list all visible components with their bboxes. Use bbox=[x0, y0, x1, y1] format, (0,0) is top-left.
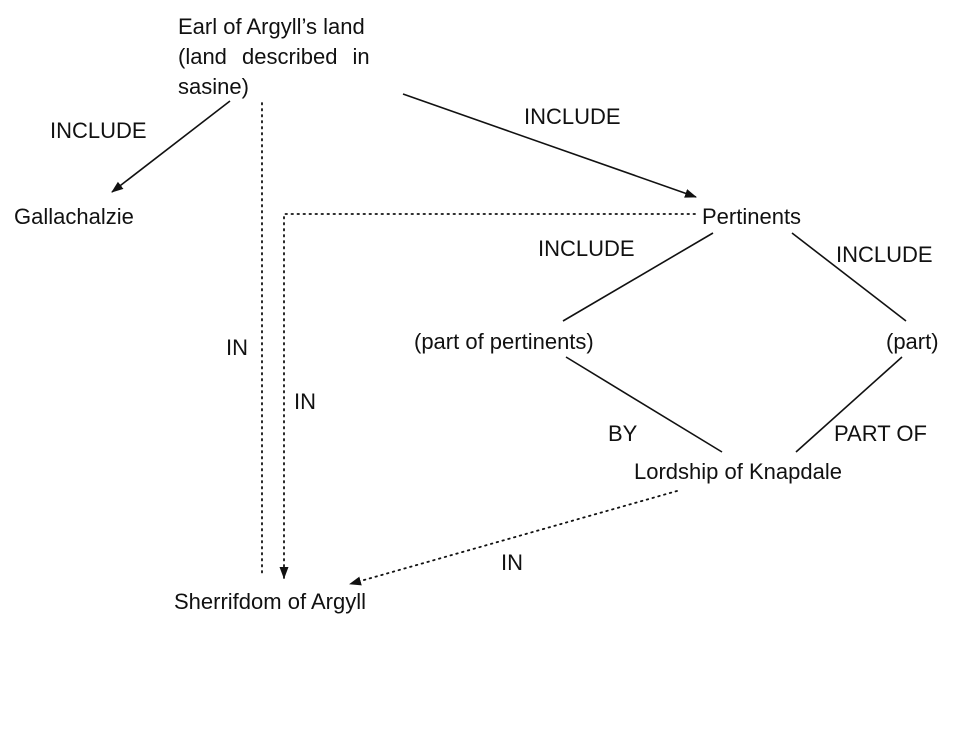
node-lordship-of-knapdale: Lordship of Knapdale bbox=[634, 459, 842, 484]
edge-lordship-to-sherrifdom-dotted-line bbox=[349, 490, 678, 586]
edge-earl-to-pertinents-line bbox=[402, 93, 697, 198]
edge-label-include-mid: INCLUDE bbox=[538, 236, 635, 261]
edge-label-in-bottom: IN bbox=[501, 550, 523, 575]
node-part: (part) bbox=[886, 329, 939, 354]
edge-earl-to-gallachalzie-line bbox=[111, 100, 231, 193]
edge-pertinents-to-sherrifdom-dotted-line bbox=[279, 213, 696, 579]
node-earl-line-1: Earl of Argyll’s land bbox=[178, 14, 365, 39]
edge-label-in-left: IN bbox=[226, 335, 248, 360]
edge-pertinents-to-part-of-pertinents-line bbox=[562, 232, 714, 322]
edge-pertinents-to-part-line bbox=[791, 232, 907, 322]
node-gallachalzie: Gallachalzie bbox=[14, 204, 134, 229]
node-earl-line-2: (land described in bbox=[178, 44, 370, 69]
edge-label-include-left: INCLUDE bbox=[50, 118, 147, 143]
node-pertinents: Pertinents bbox=[702, 204, 802, 229]
node-sherrifdom-of-argyll: Sherrifdom of Argyll bbox=[174, 589, 366, 614]
edge-label-by: BY bbox=[608, 421, 638, 446]
edge-label-include-top-right: INCLUDE bbox=[524, 104, 621, 129]
edge-label-include-right: INCLUDE bbox=[836, 242, 933, 267]
edge-part-of-pertinents-to-lordship-line bbox=[565, 356, 723, 453]
node-earl-line-3: sasine) bbox=[178, 74, 249, 99]
edge-label-in-mid: IN bbox=[294, 389, 316, 414]
edge-part-to-lordship-line bbox=[795, 356, 903, 453]
node-part-of-pertinents: (part of pertinents) bbox=[414, 329, 594, 354]
node-earl-of-argylls-land: Earl of Argyll’s land (land described in… bbox=[178, 12, 370, 102]
edge-label-part-of: PART OF bbox=[834, 421, 927, 446]
